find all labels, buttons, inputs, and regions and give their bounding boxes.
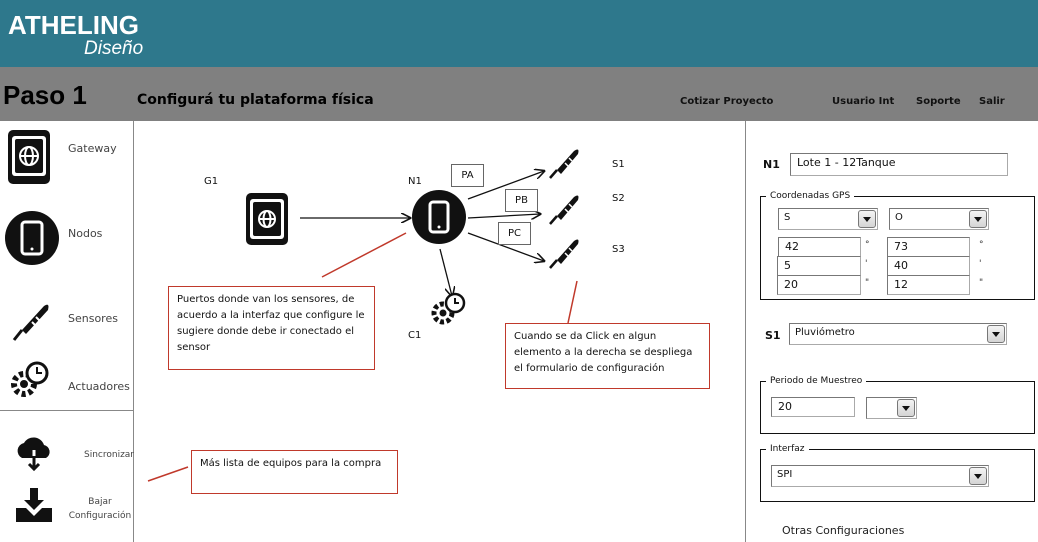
sensor-s2[interactable]	[548, 192, 582, 230]
download-tray-icon	[16, 488, 52, 522]
panel-divider	[745, 121, 746, 542]
port-pc[interactable]: PC	[498, 222, 531, 245]
chevron-down-icon	[969, 467, 987, 485]
gateway-node[interactable]	[245, 192, 291, 250]
sensor-probe-icon	[549, 195, 579, 225]
node-label: N1	[408, 176, 422, 187]
interface-fieldset	[760, 449, 1035, 502]
sensor-s3-label: S3	[612, 244, 625, 255]
chevron-down-icon	[969, 210, 987, 228]
port-pb[interactable]: PB	[505, 189, 538, 212]
note-ports: Puertos donde van los sensores, de acuer…	[168, 286, 375, 370]
degree-unit: °	[979, 240, 984, 250]
sampling-fieldset	[760, 381, 1035, 434]
other-settings-link[interactable]: Otras Configuraciones	[782, 524, 905, 537]
actuator-label: C1	[408, 330, 422, 341]
actuator-c1[interactable]	[430, 291, 468, 331]
sensor-probe-icon	[549, 239, 579, 269]
gear-clock-icon	[11, 361, 49, 397]
sampling-value-input[interactable]: 20	[771, 397, 855, 417]
sidebar-item-nodos[interactable]: Nodos	[4, 210, 102, 270]
nav-usuario[interactable]: Usuario Int	[832, 96, 895, 107]
node-field-label: N1	[763, 158, 780, 171]
gateway-icon	[246, 193, 288, 245]
lat-degrees-input[interactable]: 42	[778, 237, 861, 257]
note-more-equipment: Más lista de equipos para la compra	[191, 450, 398, 494]
title-bar	[0, 67, 1038, 121]
download-config-label[interactable]: Bajar Configuración	[68, 497, 132, 521]
gateway-icon	[8, 130, 50, 184]
chevron-down-icon	[987, 325, 1005, 343]
nav-cotizar-proyecto[interactable]: Cotizar Proyecto	[680, 96, 774, 107]
sampling-unit-select[interactable]	[866, 397, 917, 419]
sensor-probe-icon	[12, 304, 49, 341]
sensor-probe-icon	[549, 149, 579, 179]
port-pa[interactable]: PA	[451, 164, 484, 187]
node-name-input[interactable]: Lote 1 - 12Tanque	[790, 153, 1008, 176]
sensor-s2-label: S2	[612, 193, 625, 204]
sampling-legend: Periodo de Muestreo	[766, 376, 867, 386]
lat-seconds-input[interactable]: 20	[777, 275, 861, 295]
gps-fieldset	[760, 196, 1035, 300]
sensor-s3[interactable]	[548, 236, 582, 274]
note-click-element: Cuando se da Click en algun elemento a l…	[505, 323, 710, 389]
phone-icon	[412, 190, 466, 244]
lat-direction-select[interactable]: S	[778, 208, 878, 230]
interface-select[interactable]: SPI	[771, 465, 989, 487]
sidebar-item-gateway[interactable]: Gateway	[6, 128, 117, 190]
gateway-label: G1	[204, 176, 219, 187]
nav-soporte[interactable]: Soporte	[916, 96, 961, 107]
node-n1[interactable]	[411, 189, 467, 249]
chevron-down-icon	[897, 399, 915, 417]
gps-legend: Coordenadas GPS	[766, 191, 855, 201]
lon-direction-select[interactable]: O	[889, 208, 989, 230]
degree-unit: °	[865, 240, 870, 250]
page-subtitle: Configurá tu plataforma física	[137, 92, 374, 108]
download-config-button[interactable]	[14, 486, 54, 528]
second-unit: "	[865, 278, 870, 288]
sync-label[interactable]: Sincronizar	[83, 450, 135, 460]
diagram-connections	[147, 121, 578, 482]
sensor-field-label: S1	[765, 329, 781, 342]
lon-degrees-input[interactable]: 73	[887, 237, 970, 257]
lat-minutes-input[interactable]: 5	[777, 256, 861, 276]
sensor-s1[interactable]	[548, 146, 582, 184]
chevron-down-icon	[858, 210, 876, 228]
lon-minutes-input[interactable]: 40	[887, 256, 970, 276]
sidebar-item-actuadores[interactable]: Actuadores	[10, 360, 130, 404]
sidebar-item-sensores[interactable]: Sensores	[10, 300, 118, 348]
sidebar-divider	[133, 121, 134, 542]
sensor-type-select[interactable]: Pluviómetro	[789, 323, 1007, 345]
cloud-download-icon	[17, 437, 50, 472]
interface-legend: Interfaz	[766, 444, 809, 454]
sidebar-section-divider	[0, 410, 133, 411]
minute-unit: '	[979, 259, 982, 269]
step-title: Paso 1	[3, 80, 87, 110]
phone-icon	[5, 211, 59, 265]
sync-button[interactable]	[14, 432, 54, 476]
lon-seconds-input[interactable]: 12	[887, 275, 970, 295]
sensor-s1-label: S1	[612, 159, 625, 170]
gear-clock-icon	[431, 292, 466, 325]
minute-unit: '	[865, 259, 868, 269]
nav-salir[interactable]: Salir	[979, 96, 1005, 107]
second-unit: "	[979, 278, 984, 288]
app-header: ATHELING Diseño	[0, 0, 1038, 67]
